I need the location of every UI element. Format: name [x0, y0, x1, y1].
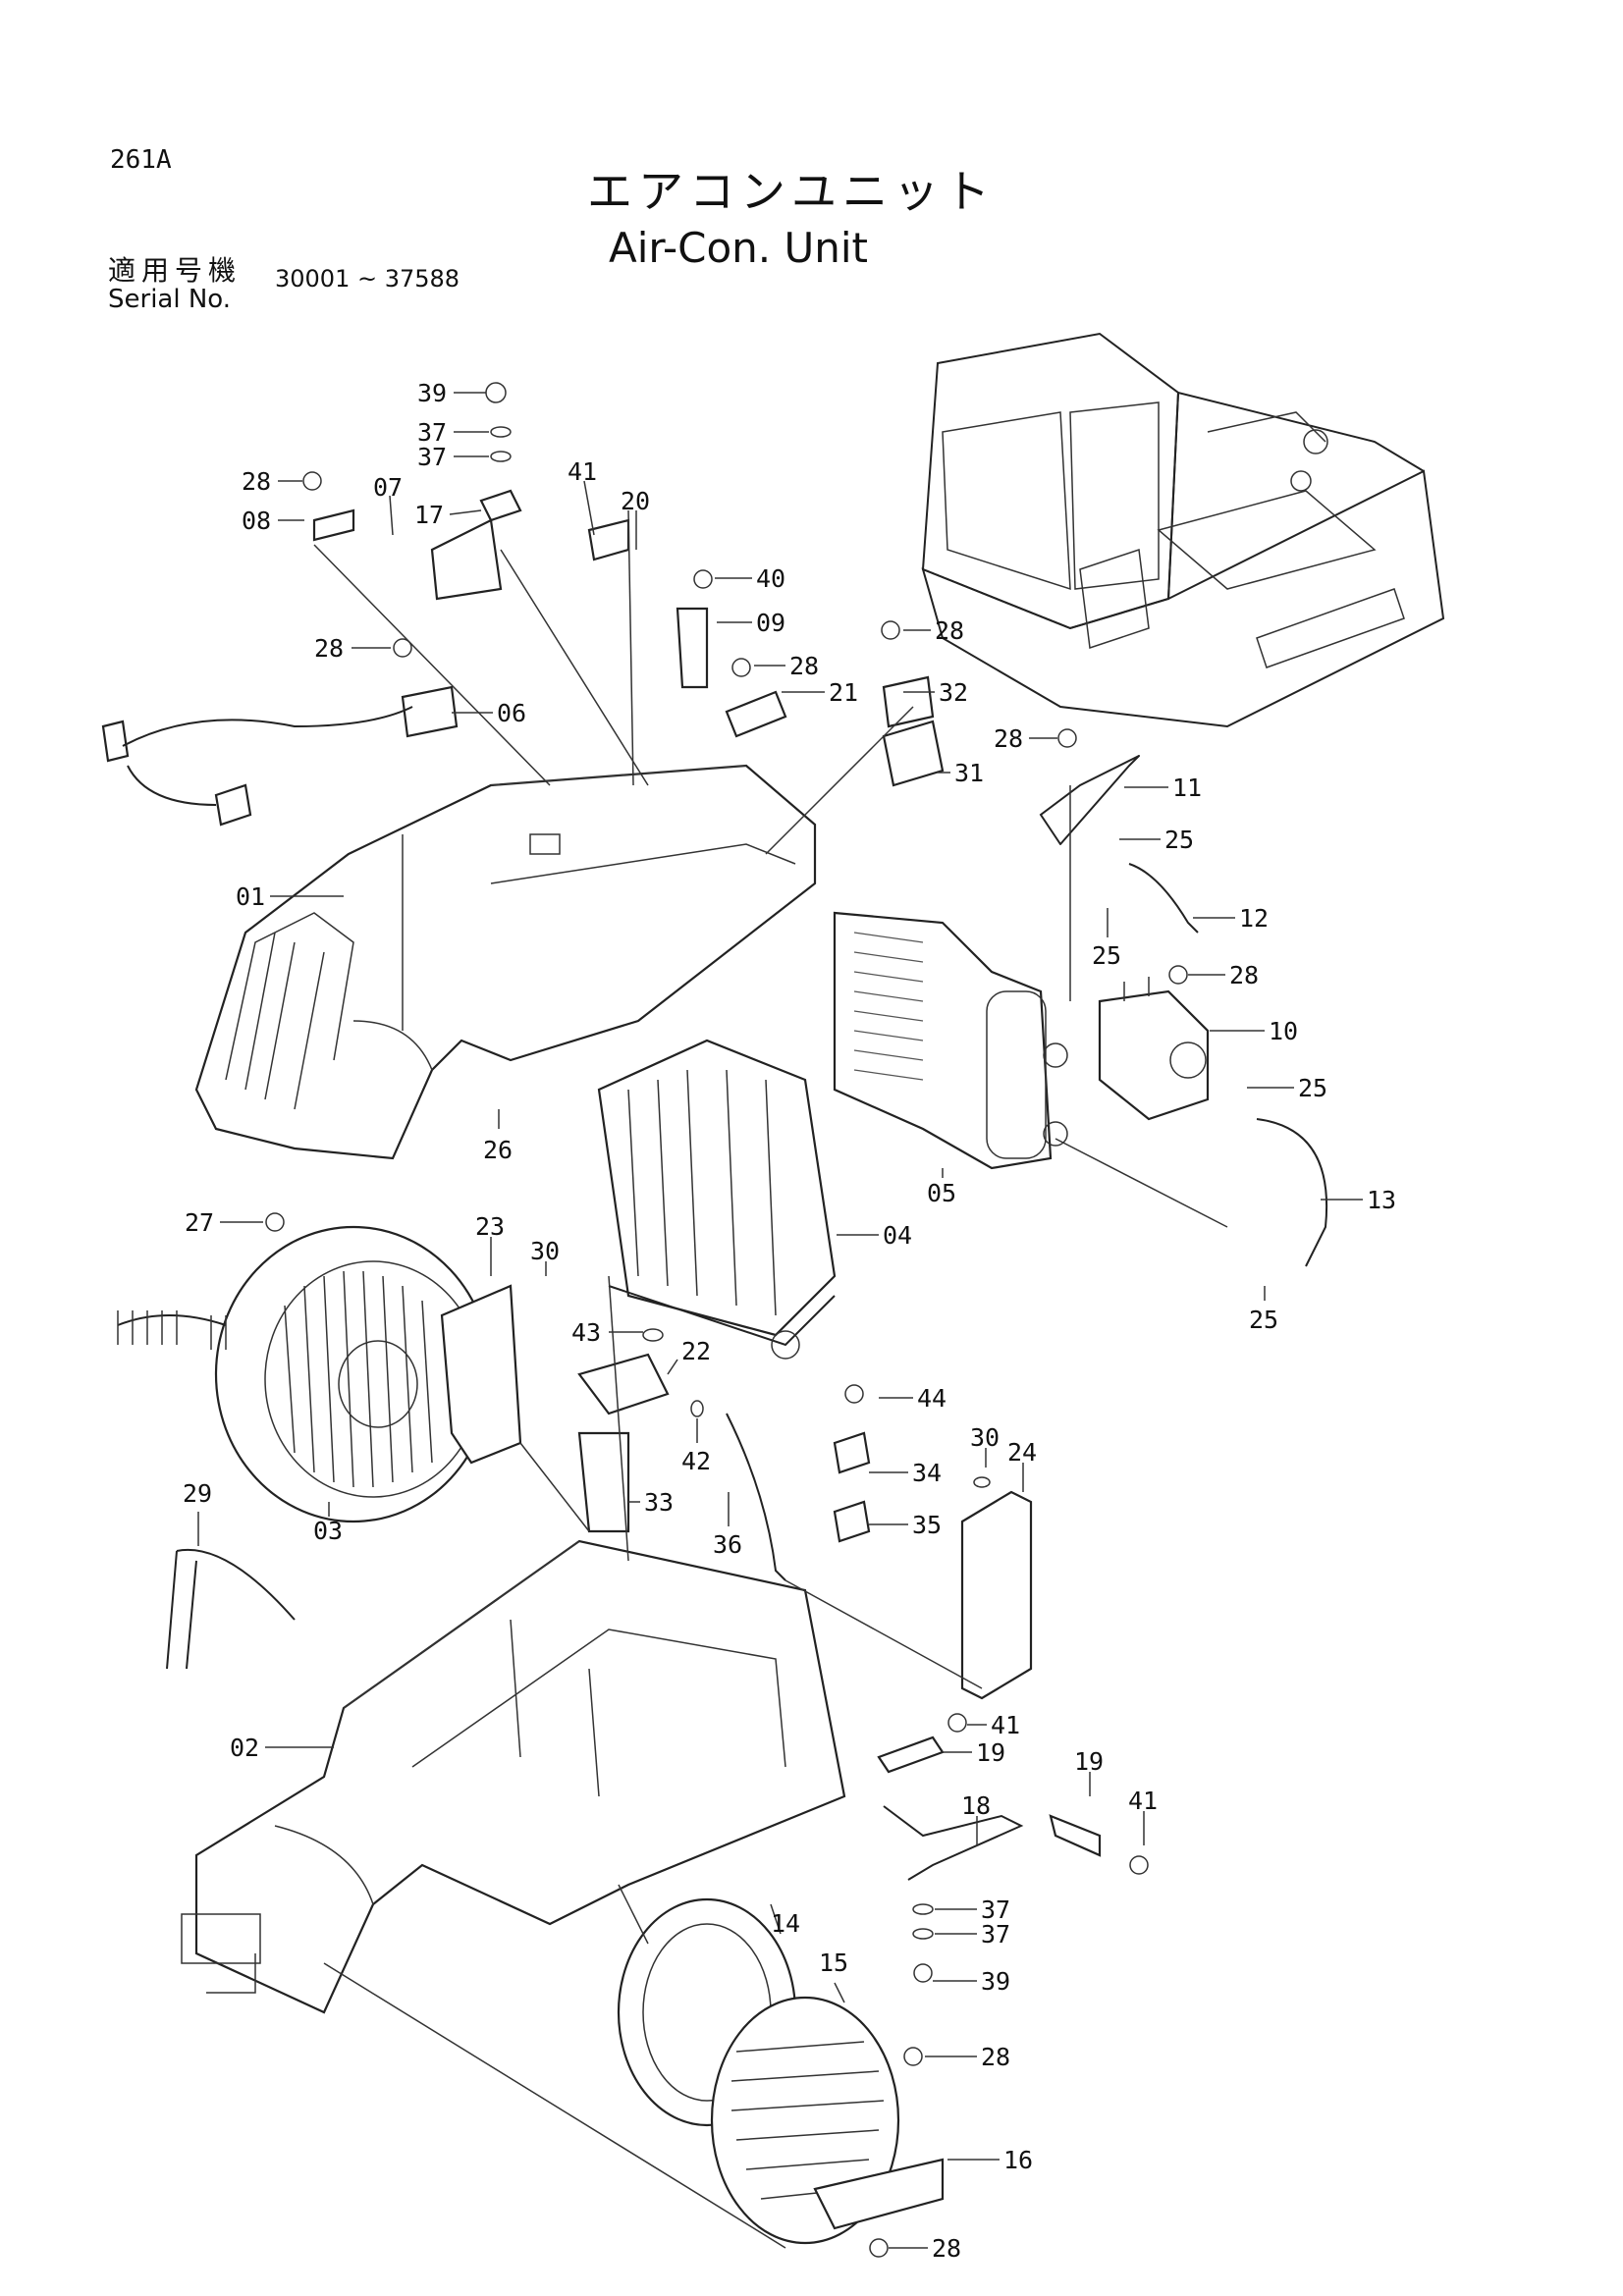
callout-19-b: 19 [1074, 1747, 1104, 1776]
callout-15: 15 [819, 1949, 848, 1977]
title-english: Air-Con. Unit [609, 224, 868, 272]
callout-27: 27 [185, 1208, 214, 1237]
callout-06: 06 [497, 699, 526, 727]
callout-04: 04 [883, 1221, 912, 1250]
excavator-overview-illustration [921, 332, 1445, 728]
part-10-water-valve [1098, 977, 1210, 1121]
callout-40: 40 [756, 564, 785, 593]
callout-41-right: 41 [1128, 1787, 1158, 1815]
callout-37-d: 37 [981, 1920, 1010, 1949]
callout-44: 44 [917, 1384, 947, 1413]
callout-28-d: 28 [314, 634, 344, 663]
part-23-33-panels [440, 1284, 630, 1533]
callout-30-b: 30 [970, 1423, 1000, 1452]
callout-28-b: 28 [935, 616, 964, 645]
callout-25-c: 25 [1298, 1074, 1327, 1102]
callout-17: 17 [414, 501, 444, 529]
callout-30-a: 30 [530, 1237, 560, 1265]
page-code: 261A [110, 145, 172, 175]
callout-09: 09 [756, 609, 785, 637]
callout-34: 34 [912, 1459, 942, 1487]
callout-37-a: 37 [417, 418, 447, 447]
callout-07: 07 [373, 473, 403, 502]
callout-25-b: 25 [1092, 941, 1121, 970]
callout-35: 35 [912, 1511, 942, 1539]
part-03-blower-fan [117, 1225, 493, 1523]
part-04-evaporator [597, 1039, 837, 1360]
callout-28-h: 28 [932, 2234, 961, 2263]
callout-25-a: 25 [1164, 826, 1194, 854]
callout-19-a: 19 [976, 1738, 1005, 1767]
part-callouts: 39 37 37 28 07 41 20 08 17 40 09 28 28 2… [183, 379, 1396, 2263]
callout-22: 22 [681, 1337, 711, 1365]
callout-39-bottom: 39 [981, 1967, 1010, 1996]
callout-21: 21 [829, 678, 858, 707]
serial-label-japanese: 適用号機 [108, 254, 243, 287]
callout-10: 10 [1269, 1017, 1298, 1045]
callout-31: 31 [954, 759, 984, 787]
callout-33: 33 [644, 1488, 674, 1517]
callout-32: 32 [939, 678, 968, 707]
callout-24: 24 [1007, 1438, 1037, 1467]
assembly-lines [313, 509, 1228, 2249]
part-01-upper-case [194, 764, 817, 1160]
callout-37-c: 37 [981, 1896, 1010, 1924]
callout-25-d: 25 [1249, 1306, 1278, 1334]
callout-41-mid: 41 [991, 1711, 1020, 1739]
callout-11: 11 [1172, 774, 1202, 802]
callout-20: 20 [621, 487, 650, 515]
callout-28-g: 28 [981, 2043, 1010, 2071]
callout-29: 29 [183, 1479, 212, 1508]
serial-label-english: Serial No. [108, 285, 231, 314]
part-02-lower-case [181, 1539, 846, 2014]
callout-03: 03 [313, 1517, 343, 1545]
callout-05: 05 [927, 1179, 956, 1207]
fasteners [101, 382, 1188, 2258]
callout-26: 26 [483, 1136, 513, 1164]
hoses [166, 755, 1328, 1670]
callout-28-c: 28 [789, 652, 819, 680]
part-24-receiver-dryer [960, 1490, 1033, 1700]
callout-08: 08 [242, 507, 271, 535]
callout-28-a: 28 [242, 467, 271, 496]
callout-02: 02 [230, 1734, 259, 1762]
title-japanese: エアコンユニット [587, 165, 996, 218]
callout-36: 36 [713, 1530, 742, 1559]
callout-01: 01 [236, 882, 265, 911]
callout-39-top: 39 [417, 379, 447, 407]
callout-37-b: 37 [417, 443, 447, 471]
callout-28-f: 28 [1229, 961, 1259, 989]
callout-12: 12 [1239, 904, 1269, 933]
callout-42: 42 [681, 1447, 711, 1475]
callout-14: 14 [771, 1909, 800, 1938]
part-14-15-16-grilles [617, 1897, 945, 2245]
callout-43: 43 [571, 1318, 601, 1347]
callout-23: 23 [475, 1212, 505, 1241]
callout-28-e: 28 [994, 724, 1023, 753]
callout-41-top: 41 [568, 457, 597, 486]
callout-18: 18 [961, 1791, 991, 1820]
callout-13: 13 [1367, 1186, 1396, 1214]
serial-range: 30001 ~ 37588 [275, 265, 460, 293]
callout-16: 16 [1003, 2146, 1033, 2174]
part-05-heater-core [833, 911, 1068, 1170]
